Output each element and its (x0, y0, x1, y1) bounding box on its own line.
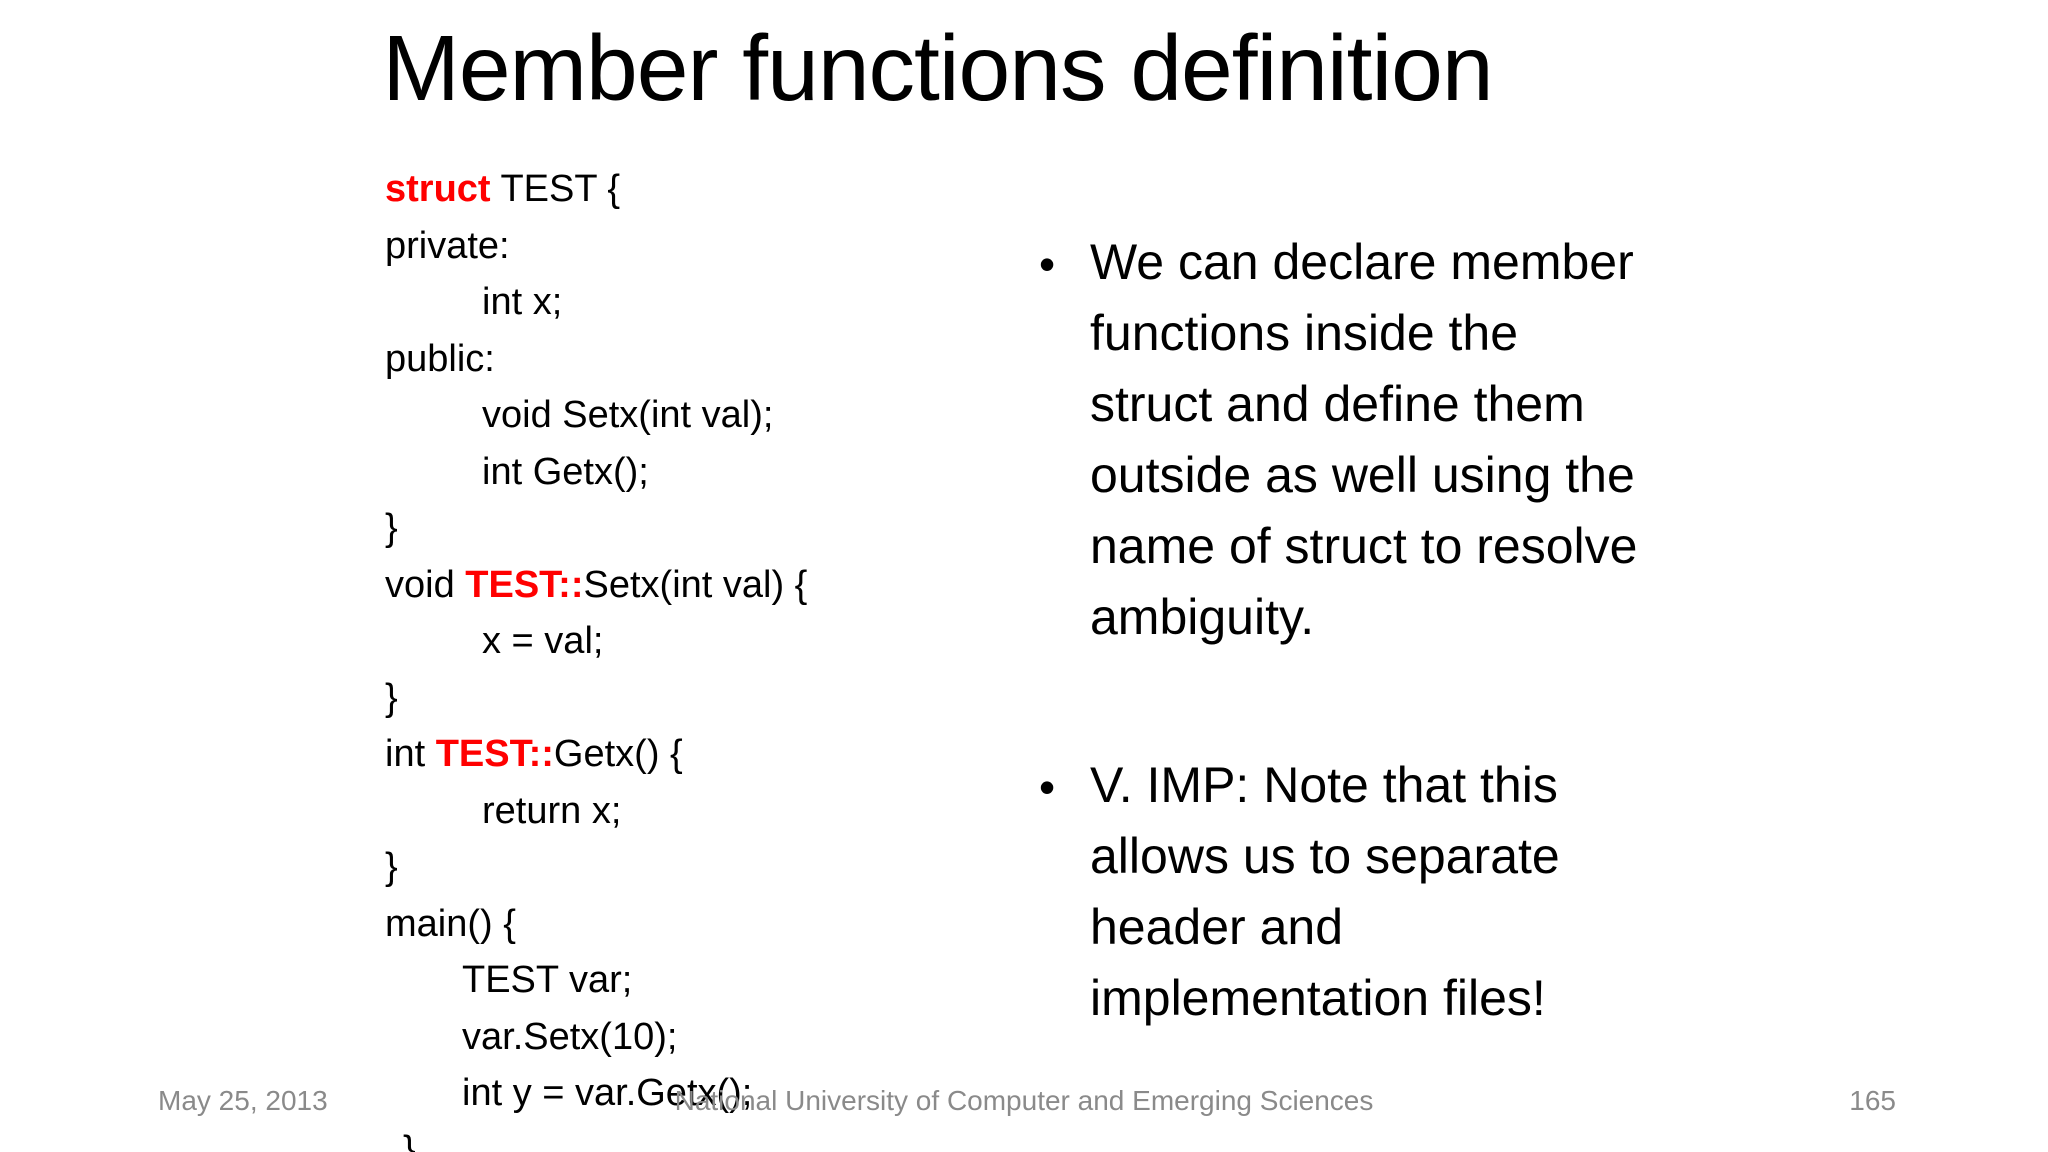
bullet-line: outside as well using the (1090, 447, 1635, 503)
bullet-line: We can declare member (1090, 234, 1634, 290)
bullet-item: • V. IMP: Note that this allows us to se… (1039, 750, 1759, 1034)
code-text: Getx() { (553, 733, 683, 775)
code-keyword: TEST:: (465, 563, 584, 606)
code-line: } (385, 839, 807, 896)
code-text: return x; (482, 789, 622, 832)
code-text: int x; (482, 281, 563, 323)
footer-date: May 25, 2013 (158, 1085, 328, 1116)
code-text: } (385, 846, 398, 888)
bullet-item: • We can declare member functions inside… (1039, 227, 1759, 653)
footer-page-number: 165 (1849, 1085, 1896, 1116)
code-line: } (385, 670, 807, 727)
code-text: TEST { (490, 168, 621, 210)
code-text: } (385, 676, 398, 719)
code-line: public: (385, 331, 807, 388)
code-line: var.Setx(10); (385, 1009, 807, 1066)
code-line: int x; (385, 274, 807, 331)
code-text: public: (385, 337, 495, 380)
code-line: TEST var; (385, 952, 807, 1009)
code-text: private: (385, 224, 510, 267)
code-line: return x; (385, 783, 807, 840)
bullet-marker: • (1039, 761, 1056, 813)
footer-institution: National University of Computer and Emer… (674, 1085, 1374, 1116)
bullet-line: V. IMP: Note that this (1090, 757, 1558, 813)
code-block: struct TEST { private: int x; public: vo… (385, 161, 807, 1152)
code-text: void (385, 563, 466, 606)
code-line: main() { (385, 896, 807, 953)
code-text: } (385, 507, 398, 549)
bullet-line: implementation files! (1090, 970, 1546, 1026)
code-text: Setx(int val) { (583, 563, 808, 606)
code-text: main() { (385, 902, 516, 945)
code-keyword: struct (385, 168, 491, 210)
code-line: } (385, 1122, 807, 1152)
code-keyword: TEST:: (435, 733, 554, 775)
code-line: } (385, 500, 807, 557)
code-text: x = val; (482, 620, 604, 662)
code-line: void Setx(int val); (385, 387, 807, 444)
bullet-line: ambiguity. (1090, 589, 1315, 645)
code-text: var.Setx(10); (462, 1015, 678, 1058)
code-line: int TEST::Getx() { (385, 726, 807, 783)
bullet-line: struct and define them (1090, 376, 1585, 432)
code-line: void TEST::Setx(int val) { (385, 557, 807, 614)
bullet-line: functions inside the (1090, 305, 1519, 361)
bullet-line: allows us to separate (1090, 828, 1560, 884)
code-text: int Getx(); (482, 450, 649, 493)
code-text: int y = var.Getx(); (462, 1072, 753, 1114)
code-text: void Setx(int val); (482, 394, 774, 436)
code-line: private: (385, 218, 807, 275)
code-text: } (403, 1128, 416, 1152)
bullet-line: header and (1090, 899, 1344, 955)
bullet-line: name of struct to resolve (1090, 518, 1638, 574)
bullet-marker: • (1039, 238, 1056, 290)
code-line: int Getx(); (385, 444, 807, 501)
code-line: int y = var.Getx(); (385, 1065, 807, 1122)
bullet-list: • We can declare member functions inside… (1039, 227, 1759, 1034)
code-line: struct TEST { (385, 161, 807, 218)
code-line: x = val; (385, 613, 807, 670)
slide-title: Member functions definition (382, 16, 1493, 120)
code-text: TEST var; (462, 959, 633, 1001)
code-text: int (385, 733, 436, 775)
